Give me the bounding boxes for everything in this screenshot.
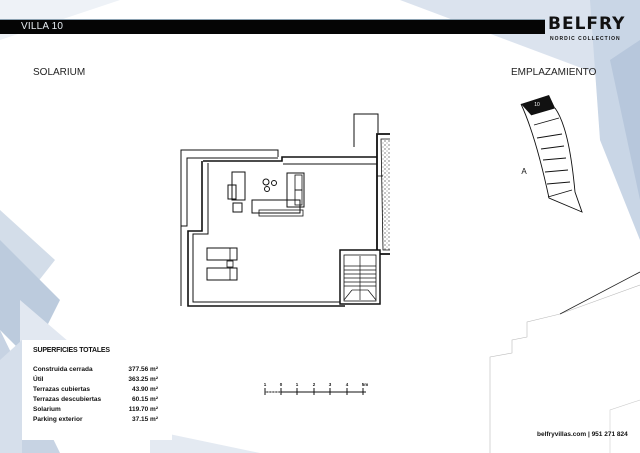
row-label: Solarium: [33, 406, 61, 413]
svg-text:4: 4: [346, 382, 349, 387]
row-value: 377.56 m²: [128, 366, 158, 373]
row-label: Construida cerrada: [33, 366, 93, 373]
table-row: Construida cerrada 377.56 m²: [33, 366, 158, 375]
row-value: 60.15 m²: [131, 396, 158, 403]
floor-title: SOLARIUM: [33, 67, 86, 78]
row-label: Terrazas descubiertas: [33, 396, 102, 403]
site-plan-drawing: 10 A: [520, 95, 583, 213]
row-label: Terrazas cubiertas: [33, 386, 90, 393]
table-row: Terrazas descubiertas 60.15 m²: [33, 396, 158, 405]
villa-label: VILLA 10: [21, 21, 64, 32]
table-row: Terrazas cubiertas 43.90 m²: [33, 386, 158, 395]
scale-bar: 1 0 1 2 3 4 5m: [264, 382, 369, 395]
svg-text:0: 0: [280, 382, 283, 387]
brand-logo: BELFRY NORDIC COLLECTION: [548, 14, 640, 44]
row-value: 363.25 m²: [128, 376, 158, 383]
contact-footer: belfryvillas.com | 951 271 824: [537, 431, 628, 438]
row-value: 37.15 m²: [131, 416, 158, 423]
title-bar: VILLA 10: [0, 19, 545, 34]
surfaces-table: SUPERFICIES TOTALES Construida cerrada 3…: [22, 340, 172, 440]
row-value: 43.90 m²: [131, 386, 158, 393]
table-row: Solarium 119.70 m²: [33, 406, 158, 415]
row-value: 119.70 m²: [128, 406, 158, 413]
svg-text:2: 2: [313, 382, 316, 387]
row-label: Parking exterior: [33, 416, 83, 423]
table-row: Parking exterior 37.15 m²: [33, 416, 158, 425]
svg-text:1: 1: [296, 382, 299, 387]
floor-plan-drawing: [180, 113, 390, 307]
svg-text:3: 3: [329, 382, 332, 387]
svg-text:1: 1: [264, 382, 267, 387]
brand-tagline: NORDIC COLLECTION: [550, 36, 621, 42]
brand-name: BELFRY: [548, 14, 626, 34]
table-row: Útil 363.25 m²: [33, 376, 158, 385]
site-unit-label: 10: [534, 102, 540, 108]
surfaces-title: SUPERFICIES TOTALES: [33, 347, 110, 354]
north-arrow-icon: A: [521, 167, 527, 176]
location-title: EMPLAZAMIENTO: [511, 67, 597, 78]
svg-text:5m: 5m: [362, 382, 369, 387]
row-label: Útil: [33, 376, 44, 383]
